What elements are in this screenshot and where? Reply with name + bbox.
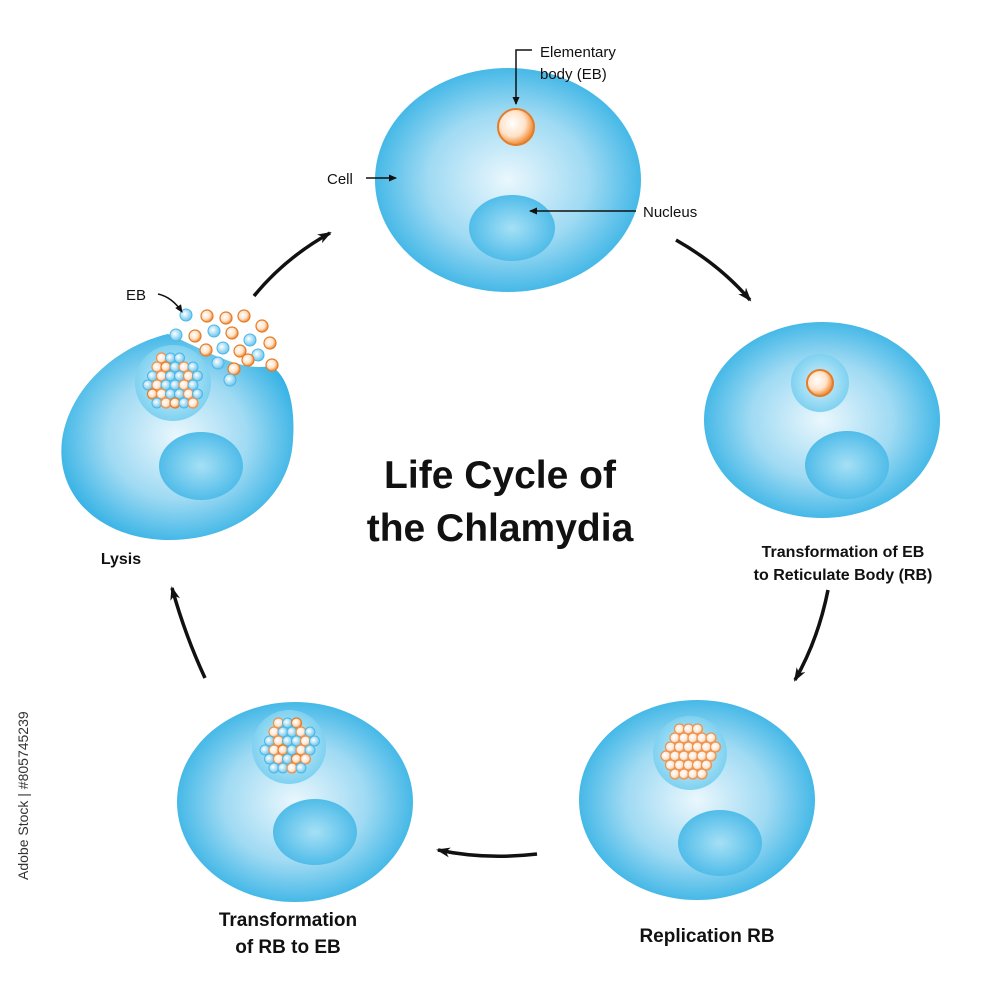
- stock-id-text: Adobe Stock | #805745239: [15, 711, 31, 880]
- inclusion-body: [187, 361, 199, 373]
- cell-body: [375, 68, 641, 292]
- arrow-top-to-right: [675, 238, 752, 302]
- inclusion-body: [299, 753, 312, 765]
- released-elementary-bodies: [169, 308, 279, 387]
- cell-replication-stage: [579, 700, 815, 900]
- inclusion-body: [295, 762, 307, 774]
- cycle-arrows: [170, 231, 830, 858]
- inclusion-body: [309, 735, 320, 747]
- cell-infection-stage: [375, 68, 641, 292]
- elementary-body: [497, 108, 535, 146]
- label-cell: Cell: [327, 171, 353, 188]
- elementary-body: [188, 329, 202, 343]
- diagram-title-line2: the Chlamydia: [367, 507, 634, 550]
- elementary-body: [241, 353, 255, 367]
- elementary-body: [265, 358, 279, 372]
- inclusion-body: [290, 717, 303, 729]
- elementary-body: [233, 344, 247, 358]
- elementary-body: [225, 326, 239, 340]
- reticulate-body: [709, 741, 722, 753]
- reticulate-bodies-cluster: [660, 723, 722, 780]
- inclusion-body: [192, 370, 203, 382]
- inclusion-body: [304, 744, 316, 756]
- elementary-body: [199, 343, 213, 357]
- elementary-body: [211, 356, 225, 370]
- arrow-bottom-left-to-left: [170, 586, 207, 679]
- pointer-elementary-body: [512, 49, 532, 105]
- cell-body: [61, 334, 294, 540]
- elementary-body: [179, 308, 193, 322]
- inclusion-body: [174, 352, 185, 364]
- arrow-bottom-right-to-bottom-left: [436, 847, 538, 858]
- arrow-right-to-bottom-right: [793, 589, 830, 682]
- elementary-body: [216, 341, 230, 355]
- elementary-body: [223, 373, 237, 387]
- inclusion-bodies-cluster: [142, 352, 203, 409]
- reticulate-body: [705, 732, 717, 744]
- stage-label-transformation-eb-rb-line2: to Reticulate Body (RB): [754, 567, 933, 584]
- cell-transformation-rb-eb-stage: [177, 702, 413, 902]
- elementary-body: [255, 319, 269, 333]
- label-nucleus: Nucleus: [643, 204, 697, 221]
- reticulate-body: [691, 723, 704, 735]
- inclusion-body: [192, 388, 203, 400]
- stage-label-transformation-rb-eb-line2: of RB to EB: [235, 937, 341, 958]
- nucleus: [159, 432, 243, 500]
- inclusion-body: [187, 379, 199, 391]
- label-elementary-body-line2: body (EB): [540, 66, 607, 83]
- elementary-body: [207, 324, 221, 338]
- nucleus: [273, 799, 357, 865]
- elementary-body: [169, 328, 183, 342]
- elementary-body: [263, 336, 277, 350]
- reticulate-body: [700, 759, 713, 771]
- stage-label-replication: Replication RB: [639, 926, 774, 947]
- nucleus: [678, 810, 762, 876]
- elementary-body: [227, 362, 241, 376]
- reticulate-body: [705, 750, 717, 762]
- elementary-body: [200, 309, 214, 323]
- elementary-body: [237, 309, 251, 323]
- cell-lysis-stage: [61, 308, 294, 540]
- stage-label-transformation-eb-rb-line1: Transformation of EB: [762, 544, 925, 561]
- elementary-body: [243, 333, 257, 347]
- label-elementary-body-line1: Elementary: [540, 44, 616, 61]
- inclusion-body: [187, 397, 199, 409]
- cell-transformation-eb-rb-stage: [704, 322, 940, 518]
- elementary-body: [219, 311, 233, 325]
- stage-label-lysis: Lysis: [101, 551, 141, 568]
- nucleus: [805, 431, 889, 499]
- pointer-eb: [157, 293, 183, 313]
- diagram-title-line1: Life Cycle of: [384, 454, 617, 497]
- inclusion-body: [304, 726, 316, 738]
- callout-pointers: [157, 49, 636, 313]
- arrow-left-to-top: [252, 231, 332, 298]
- reticulate-body: [696, 768, 708, 780]
- stage-label-transformation-rb-eb-line1: Transformation: [219, 910, 357, 931]
- label-eb: EB: [126, 287, 146, 304]
- reticulate-body: [806, 369, 834, 397]
- cell-body: [177, 702, 413, 902]
- nucleus: [469, 195, 555, 261]
- mixed-bodies-cluster: [259, 717, 320, 774]
